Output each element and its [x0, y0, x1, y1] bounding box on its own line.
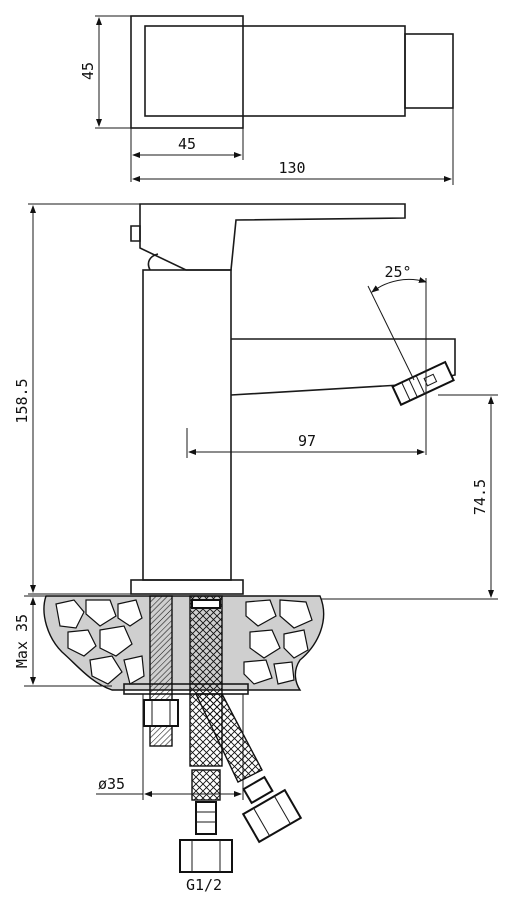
top-width-label: 45	[178, 135, 196, 153]
spout-height-label: 74.5	[471, 479, 489, 515]
spout-angle-label: 25°	[384, 263, 411, 281]
top-view-lever-tip	[404, 33, 454, 109]
top-view: 45 45 130	[79, 15, 454, 185]
mounting-nut	[143, 699, 179, 727]
hose-end-nut	[241, 788, 303, 844]
lever-handle	[139, 203, 406, 271]
mounting-plate	[123, 683, 249, 695]
top-view-lever	[144, 25, 406, 117]
side-view: 158.5 25° 97 74.5	[13, 203, 498, 600]
flexible-hose-bent	[194, 693, 263, 783]
connection-label: G1/2	[186, 876, 222, 894]
base-plate	[130, 579, 244, 595]
overall-length-label: 130	[278, 159, 305, 177]
top-view-base	[130, 15, 244, 129]
top-height-label: 45	[79, 62, 97, 80]
aerator	[391, 360, 455, 407]
spout	[230, 338, 456, 396]
total-height-label: 158.5	[13, 378, 31, 423]
g12-connector	[179, 839, 233, 873]
hole-diameter-label: ø35	[98, 775, 125, 793]
stone-pebbles	[55, 599, 313, 685]
max-thickness-label: Max 35	[13, 614, 31, 668]
flexible-hose-straight	[189, 595, 223, 767]
faucet-body	[142, 269, 232, 581]
spout-reach-label: 97	[298, 432, 316, 450]
countertop-section: Max 35 ø35	[13, 595, 325, 894]
